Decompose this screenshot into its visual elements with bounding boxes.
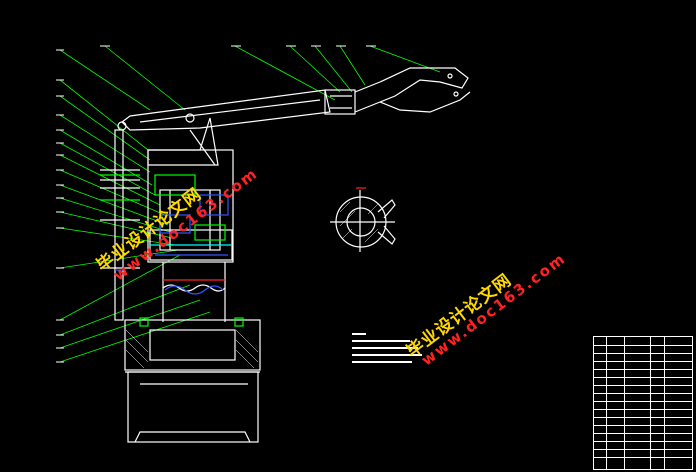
- column-internals: [100, 174, 244, 327]
- title-block-table: [593, 336, 693, 470]
- technical-notes-block: [352, 333, 422, 368]
- base-hatching: [125, 329, 259, 369]
- leader-lines: [59, 45, 441, 363]
- robot-arm-assembly: [100, 67, 471, 443]
- leader-label-ticks: [56, 45, 376, 363]
- section-view: [330, 187, 396, 252]
- section-view-hatching: [339, 201, 379, 243]
